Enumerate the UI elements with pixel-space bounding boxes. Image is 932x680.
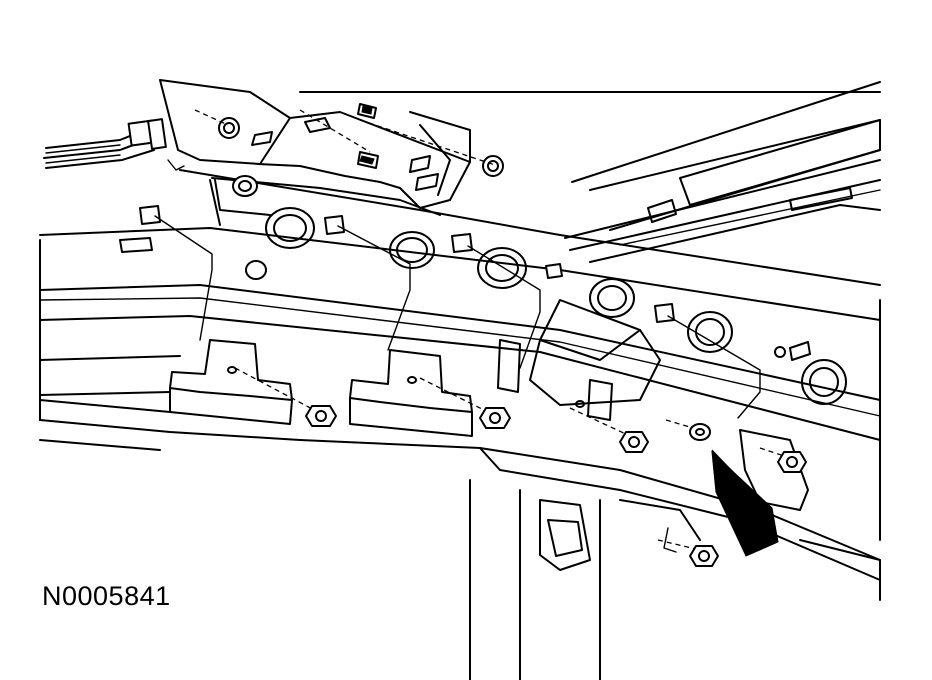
- bolt-5: [777, 451, 807, 473]
- fasteners: [305, 405, 807, 567]
- cowl-panel: [299, 81, 881, 263]
- figure-id-label: N0005841: [42, 581, 171, 611]
- retainer-clips: [139, 205, 675, 323]
- bolt-2: [479, 407, 511, 429]
- upper-bracket: [159, 79, 504, 216]
- bolt-6: [689, 545, 719, 567]
- bolt-1: [305, 405, 337, 427]
- reinforcement-beam: [39, 169, 881, 541]
- bolt-4: [689, 423, 711, 441]
- wiring-harness: [43, 118, 167, 169]
- bolt-3: [619, 431, 649, 453]
- panel-holes: [265, 207, 847, 405]
- arrow-pointer-icon: [711, 449, 779, 557]
- lower-mounting-brackets: [169, 299, 809, 511]
- alignment-lines: [154, 215, 791, 551]
